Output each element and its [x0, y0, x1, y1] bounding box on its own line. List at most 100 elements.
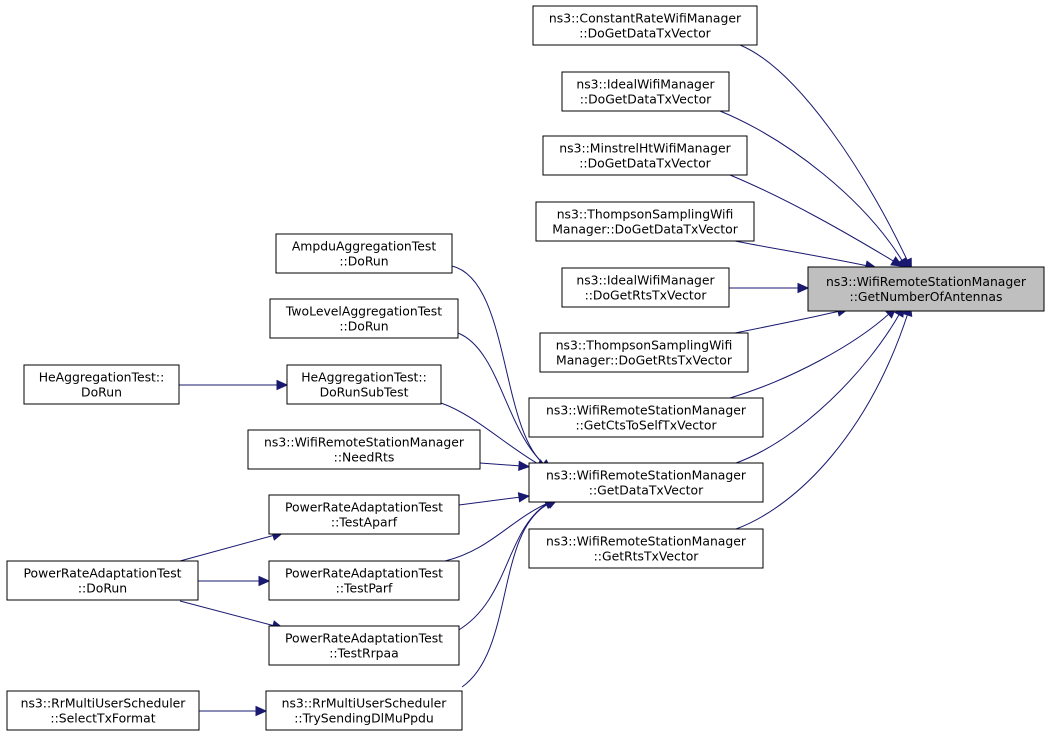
node-label-line: PowerRateAdaptationTest [285, 500, 443, 515]
node-label-line: PowerRateAdaptationTest [23, 566, 181, 581]
node-label-line: ::GetRtsTxVector [594, 549, 700, 564]
edge-cr_data-to-target [739, 44, 912, 271]
node-box[interactable] [268, 560, 460, 601]
node-label-line: ns3::IdealWifiManager [576, 77, 715, 92]
node-box[interactable] [542, 135, 748, 176]
node-label-line: ns3::RrMultiUserScheduler [282, 696, 448, 711]
node-try-sending-dl-mu-ppdu[interactable]: ns3::RrMultiUserScheduler::TrySendingDlM… [265, 690, 463, 731]
node-label-line: DoRunSubTest [320, 385, 409, 400]
node-box[interactable] [6, 690, 200, 731]
node-label-line: ::SelectTxFormat [50, 711, 155, 726]
node-label-line: ns3::IdealWifiManager [576, 273, 715, 288]
node-label-line: ::DoRun [339, 319, 388, 334]
node-label-line: ::DoGetDataTxVector [580, 92, 712, 107]
edge-line [479, 462, 522, 467]
node-ideal-do-get-rts-tx-vector[interactable]: ns3::IdealWifiManager::DoGetRtsTxVector [561, 267, 730, 308]
node-label-line: ::GetCtsToSelfTxVector [575, 418, 717, 433]
node-box[interactable] [268, 625, 460, 666]
node-box[interactable] [269, 298, 459, 339]
node-get-number-of-antennas[interactable]: ns3::WifiRemoteStationManager::GetNumber… [807, 266, 1045, 312]
edge-line [179, 600, 276, 627]
arrowhead-icon [517, 492, 531, 503]
edge-line [458, 496, 522, 506]
edge-line [739, 44, 909, 263]
node-label-line: ::DoGetRtsTxVector [585, 288, 708, 303]
edge-trysend-to-getdata [461, 498, 559, 688]
node-label-line: AmpduAggregationTest [292, 239, 437, 254]
edge-line [735, 312, 901, 464]
node-label-line: DoRun [81, 385, 122, 400]
node-he-aggregation-test-do-run[interactable]: HeAggregationTest::DoRun [23, 364, 180, 405]
node-power-rate-adaptation-test-aparf[interactable]: PowerRateAdaptationTest::TestAparf [268, 494, 460, 535]
node-box[interactable] [286, 364, 442, 405]
arrowhead-icon [890, 256, 903, 267]
node-ideal-do-get-data-tx-vector[interactable]: ns3::IdealWifiManager::DoGetDataTxVector [561, 71, 730, 112]
node-label-line: Manager::DoGetDataTxVector [552, 222, 739, 237]
node-select-tx-format[interactable]: ns3::RrMultiUserScheduler::SelectTxForma… [6, 690, 200, 731]
node-label-line: ns3::ConstantRateWifiManager [549, 11, 742, 26]
node-box[interactable] [561, 267, 730, 308]
node-box[interactable] [807, 266, 1045, 312]
node-box[interactable] [247, 429, 481, 470]
arrowhead-icon [797, 282, 810, 294]
node-label-line: ns3::WifiRemoteStationManager [546, 403, 747, 418]
edge-minstrel_data-to-target [729, 174, 903, 267]
node-label-line: ::GetDataTxVector [589, 483, 704, 498]
node-label-line: ::NeedRts [334, 450, 395, 465]
node-label-line: ::DoGetDataTxVector [579, 26, 711, 41]
node-ampdu-aggregation-test-do-run[interactable]: AmpduAggregationTest::DoRun [275, 233, 453, 274]
node-label-line: HeAggregationTest:: [301, 370, 427, 385]
node-box[interactable] [6, 560, 199, 601]
node-box[interactable] [528, 462, 764, 503]
edge-line [444, 502, 549, 562]
edge-line [451, 265, 546, 466]
node-label-line: TwoLevelAggregationTest [285, 304, 442, 319]
node-two-level-aggregation-test-do-run[interactable]: TwoLevelAggregationTest::DoRun [269, 298, 459, 339]
node-box[interactable] [23, 364, 180, 405]
nodes-layer: ns3::WifiRemoteStationManager::GetNumber… [6, 5, 1045, 731]
node-get-cts-to-self-tx-vector[interactable]: ns3::WifiRemoteStationManager::GetCtsToS… [528, 397, 764, 438]
node-label-line: PowerRateAdaptationTest [285, 631, 443, 646]
node-label-line: ::TestParf [336, 581, 393, 596]
node-label-line: HeAggregationTest:: [39, 370, 165, 385]
node-label-line: ::DoGetDataTxVector [579, 156, 711, 171]
node-minstrel-ht-do-get-data-tx-vector[interactable]: ns3::MinstrelHtWifiManager::DoGetDataTxV… [542, 135, 748, 176]
edge-needrts-to-getdata [479, 460, 531, 472]
edge-ideal_data-to-target [719, 110, 908, 270]
node-box[interactable] [561, 71, 730, 112]
node-box[interactable] [265, 690, 463, 731]
node-power-rate-adaptation-test-parf[interactable]: PowerRateAdaptationTest::TestParf [268, 560, 460, 601]
edge-line [735, 312, 909, 530]
node-box[interactable] [539, 332, 749, 373]
node-power-rate-adaptation-test-rrpaa[interactable]: PowerRateAdaptationTest::TestRrpaa [268, 625, 460, 666]
node-he-aggregation-test-do-run-sub-test[interactable]: HeAggregationTest::DoRunSubTest [286, 364, 442, 405]
node-need-rts[interactable]: ns3::WifiRemoteStationManager::NeedRts [247, 429, 481, 470]
node-thompson-do-get-data-tx-vector[interactable]: ns3::ThompsonSamplingWifiManager::DoGetD… [535, 201, 755, 242]
edge-line [440, 402, 541, 466]
node-get-rts-tx-vector[interactable]: ns3::WifiRemoteStationManager::GetRtsTxV… [528, 528, 764, 569]
node-box[interactable] [535, 201, 755, 242]
edge-line [734, 240, 869, 267]
edge-line [719, 110, 904, 263]
node-thompson-do-get-rts-tx-vector[interactable]: ns3::ThompsonSamplingWifiManager::DoGetR… [539, 332, 749, 373]
arrowhead-icon [258, 575, 271, 587]
edge-line [461, 502, 551, 688]
node-label-line: ns3::WifiRemoteStationManager [264, 435, 465, 450]
node-box[interactable] [528, 528, 764, 569]
arrowhead-icon [276, 379, 289, 391]
node-box[interactable] [268, 494, 460, 535]
edge-line [734, 310, 841, 334]
node-box[interactable] [275, 233, 453, 274]
edge-thompson_data-to-target [734, 240, 877, 271]
edge-he_run-to-he_sub [179, 379, 289, 391]
node-get-data-tx-vector[interactable]: ns3::WifiRemoteStationManager::GetDataTx… [528, 462, 764, 503]
node-label-line: ::DoRun [339, 254, 388, 269]
node-power-rate-adaptation-test-do-run[interactable]: PowerRateAdaptationTest::DoRun [6, 560, 199, 601]
node-box[interactable] [528, 397, 764, 438]
node-constant-rate-do-get-data-tx-vector[interactable]: ns3::ConstantRateWifiManager::DoGetDataT… [532, 5, 758, 46]
node-label-line: ns3::WifiRemoteStationManager [546, 468, 747, 483]
node-box[interactable] [532, 5, 758, 46]
node-label-line: ns3::RrMultiUserScheduler [21, 696, 187, 711]
edge-line [729, 312, 891, 399]
